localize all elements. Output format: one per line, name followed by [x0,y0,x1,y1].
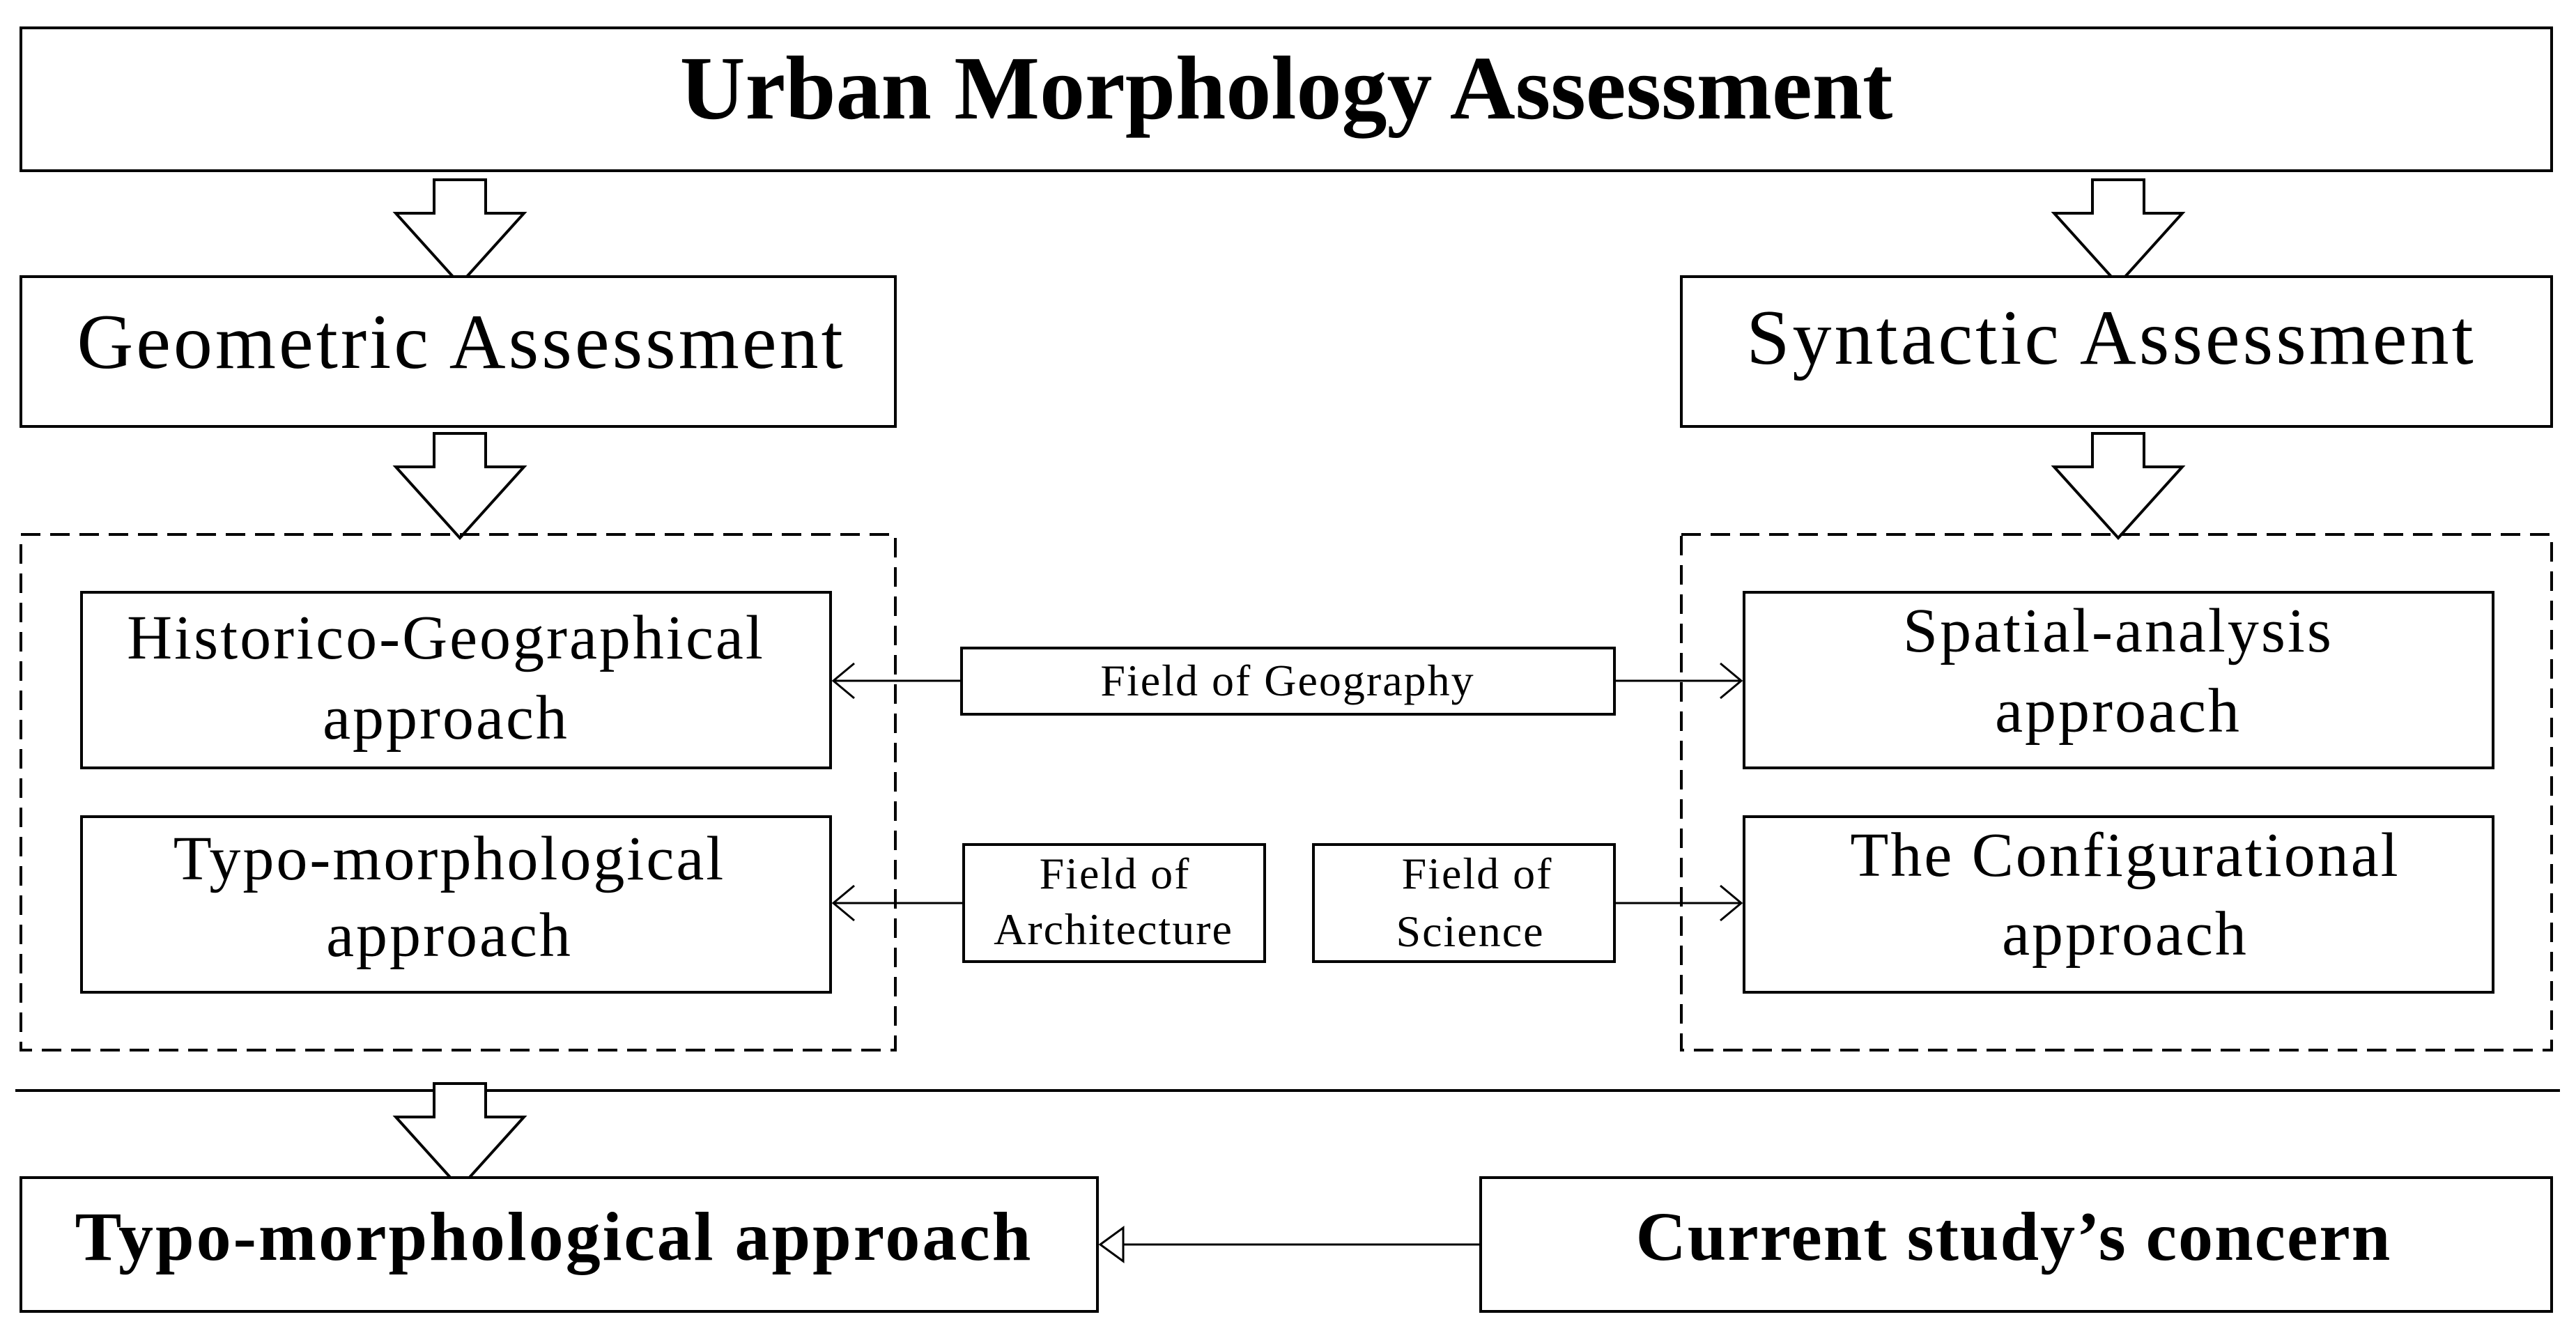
spatial-analysis-line1: Spatial-analysis [1903,596,2334,665]
configurational-line2: approach [2002,900,2249,969]
syntactic-assessment-label: Syntactic Assessment [1746,295,2476,381]
diagram-title: Urban Morphology Assessment [680,38,1893,139]
configurational-line1: The Configurational [1850,821,2400,890]
historico-geographical-line2: approach [323,684,569,753]
field-of-science-box: Field of Science [1312,843,1616,963]
historico-geographical-box: Historico-Geographical approach [80,591,832,769]
field-of-architecture-line1: Field of [1040,849,1191,898]
field-of-architecture-box: Field of Architecture [962,843,1266,963]
geography-to-spatial-arrow [1614,662,1743,700]
field-of-architecture-line2: Architecture [994,904,1233,954]
current-study-concern-label: Current study’s concern [1636,1198,2392,1275]
field-of-geography-box: Field of Geography [960,647,1616,716]
concern-to-selected-arrow [1098,1226,1481,1263]
geometric-assessment-label: Geometric Assessment [77,299,845,385]
typo-morphological-box: Typo-morphological approach [80,815,832,994]
configurational-box: The Configurational approach [1743,815,2494,994]
science-to-configurational-arrow [1614,884,1743,922]
architecture-to-typo-arrow [831,884,964,922]
arrow-down-icon [2053,432,2184,539]
field-of-science-line1: Field of [1402,849,1553,898]
geometric-assessment-box: Geometric Assessment [20,275,897,428]
title-box: Urban Morphology Assessment [20,26,2553,172]
selected-approach-box: Typo-morphological approach [20,1176,1099,1313]
arrow-down-icon [394,432,525,539]
arrow-down-icon [394,178,525,286]
field-of-science-line2: Science [1396,907,1545,956]
field-of-geography-label: Field of Geography [1100,656,1474,705]
historico-geographical-line1: Historico-Geographical [127,603,765,672]
typo-morphological-line2: approach [326,901,573,970]
geometric-approaches-group [20,533,897,1051]
typo-morphological-line1: Typo-morphological [173,824,726,893]
current-study-concern-box: Current study’s concern [1479,1176,2553,1313]
selected-approach-label: Typo-morphological approach [75,1198,1033,1275]
geography-to-historico-arrow [831,662,962,700]
arrow-down-icon [394,1082,525,1189]
syntactic-assessment-box: Syntactic Assessment [1680,275,2553,428]
arrow-down-icon [2053,178,2184,286]
spatial-analysis-line2: approach [1995,677,2242,746]
spatial-analysis-box: Spatial-analysis approach [1743,591,2494,769]
syntactic-approaches-group [1680,533,2553,1051]
